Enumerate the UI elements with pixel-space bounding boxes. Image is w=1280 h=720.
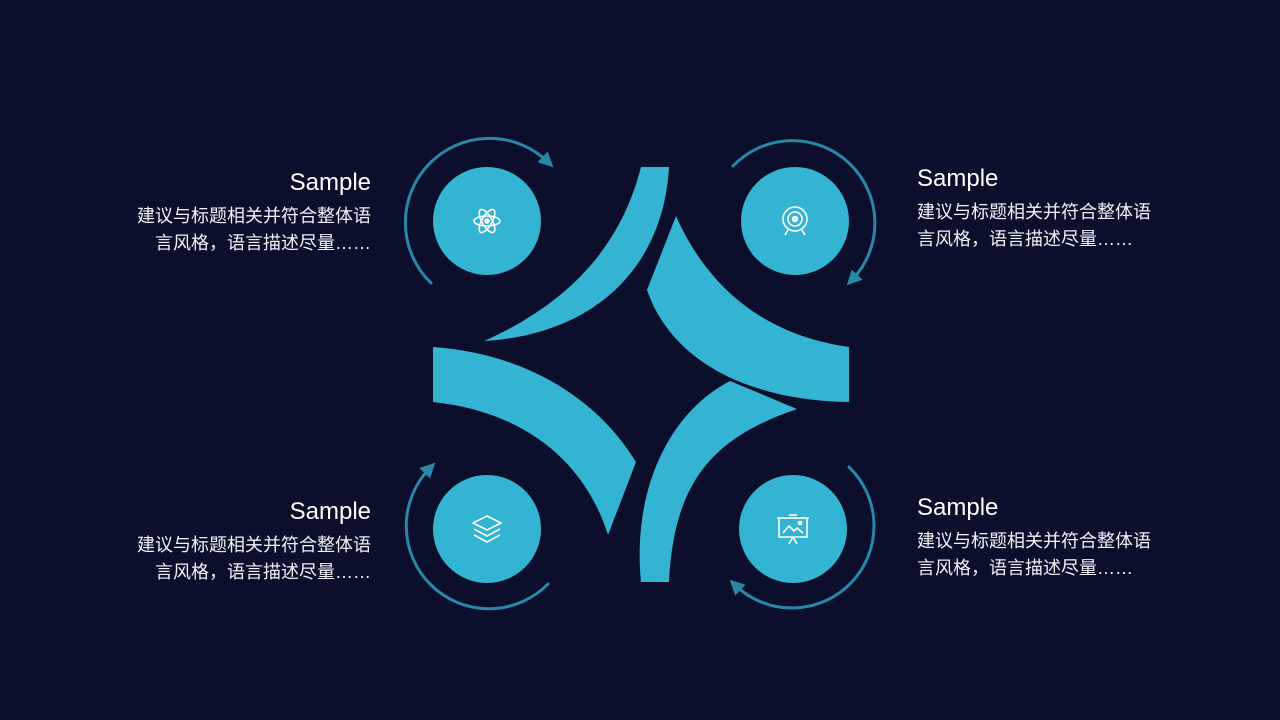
- item-title: Sample: [917, 494, 999, 521]
- item-title: Sample: [289, 169, 371, 196]
- ring-arrow-top-left: [403, 136, 554, 285]
- item-description-line-2: 言风格，语言描述尽量……: [917, 558, 1133, 578]
- ring-arrow-bottom-left: [404, 462, 550, 611]
- petal-top-left: [484, 167, 669, 341]
- ring-arrows: [403, 136, 877, 611]
- petal-bottom-right: [639, 381, 797, 582]
- atom-icon: [473, 208, 501, 234]
- circle-bottom-left: [433, 475, 541, 583]
- item-title: Sample: [917, 165, 999, 192]
- item-description-line-2: 言风格，语言描述尽量……: [155, 562, 371, 582]
- presentation-board-icon: [777, 514, 809, 545]
- item-description-line-1: 建议与标题相关并符合整体语: [917, 202, 1151, 222]
- text-block-top-right: Sample 建议与标题相关并符合整体语 言风格，语言描述尽量……: [917, 163, 1217, 253]
- petal-top-right: [647, 216, 849, 402]
- layers-icon: [472, 515, 502, 543]
- item-description: 建议与标题相关并符合整体语 言风格，语言描述尽量……: [71, 203, 371, 257]
- text-block-bottom-right: Sample 建议与标题相关并符合整体语 言风格，语言描述尽量……: [917, 492, 1217, 582]
- item-description-line-1: 建议与标题相关并符合整体语: [917, 531, 1151, 551]
- item-description: 建议与标题相关并符合整体语 言风格，语言描述尽量……: [917, 528, 1217, 582]
- item-description-line-2: 言风格，语言描述尽量……: [917, 229, 1133, 249]
- ring-arrow-top-right: [731, 139, 877, 286]
- petal-bottom-left: [433, 347, 636, 535]
- item-description-line-1: 建议与标题相关并符合整体语: [137, 535, 371, 555]
- target-icon: [782, 206, 808, 236]
- text-block-top-left: Sample 建议与标题相关并符合整体语 言风格，语言描述尽量……: [71, 167, 371, 257]
- item-title: Sample: [289, 498, 371, 525]
- central-petals: [433, 167, 849, 582]
- item-description: 建议与标题相关并符合整体语 言风格，语言描述尽量……: [917, 199, 1217, 253]
- text-block-bottom-left: Sample 建议与标题相关并符合整体语 言风格，语言描述尽量……: [71, 496, 371, 586]
- item-description-line-2: 言风格，语言描述尽量……: [155, 233, 371, 253]
- item-description-line-1: 建议与标题相关并符合整体语: [137, 206, 371, 226]
- item-description: 建议与标题相关并符合整体语 言风格，语言描述尽量……: [71, 532, 371, 586]
- ring-arrow-bottom-right: [729, 465, 876, 610]
